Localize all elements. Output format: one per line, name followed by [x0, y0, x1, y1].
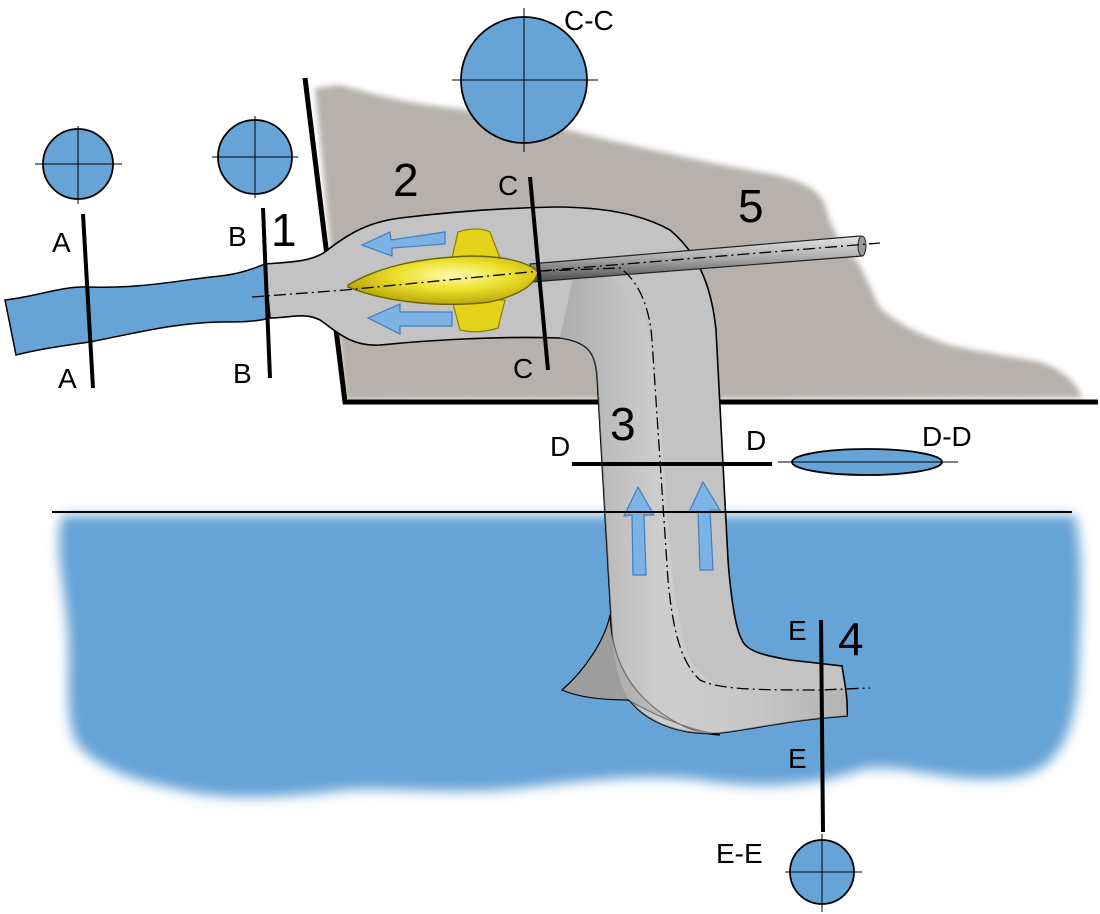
label-part-5: 5: [738, 180, 764, 232]
label-c-top: C: [498, 170, 518, 201]
shaft-end: [857, 235, 867, 257]
flow-arrow-upper: [360, 231, 446, 257]
cross-section-a: [35, 126, 122, 204]
label-a-bottom: A: [58, 363, 77, 394]
label-cut-cc: C-C: [564, 5, 614, 36]
label-part-3: 3: [610, 398, 636, 450]
label-d-left: D: [550, 431, 570, 462]
duct-shading: [560, 268, 847, 734]
section-line-e: [819, 619, 825, 833]
label-c-bottom: C: [513, 353, 533, 384]
section-line-b: [261, 207, 272, 379]
cross-section-d: [778, 448, 958, 476]
label-e-top: E: [788, 615, 807, 646]
section-line-a: [81, 213, 95, 389]
dam-wall-line: [302, 77, 1098, 405]
cross-section-b: [212, 116, 298, 198]
label-part-4: 4: [838, 613, 864, 665]
label-b-bottom: B: [233, 358, 252, 389]
cross-section-c: [452, 8, 598, 152]
flow-centerline: [251, 242, 881, 691]
intake-conduit: [4, 262, 271, 356]
tailwater: [59, 515, 1082, 797]
label-cut-ee: E-E: [716, 838, 763, 869]
label-part-2: 2: [393, 154, 419, 206]
turbine-fin-bottom: [451, 299, 506, 333]
turbine-chamber: [264, 206, 849, 735]
cross-section-e: [785, 834, 862, 912]
label-b-top: B: [228, 221, 247, 252]
flow-arrow-left-up: [622, 485, 656, 576]
turbine-fin-top: [451, 228, 501, 259]
label-part-1: 1: [271, 204, 297, 256]
label-a-top: A: [52, 227, 71, 258]
label-cut-dd: D-D: [922, 421, 972, 452]
label-e-bottom: E: [788, 743, 807, 774]
flow-arrow-lower: [366, 303, 453, 335]
label-d-right: D: [746, 425, 766, 456]
section-line-c: [528, 176, 550, 371]
